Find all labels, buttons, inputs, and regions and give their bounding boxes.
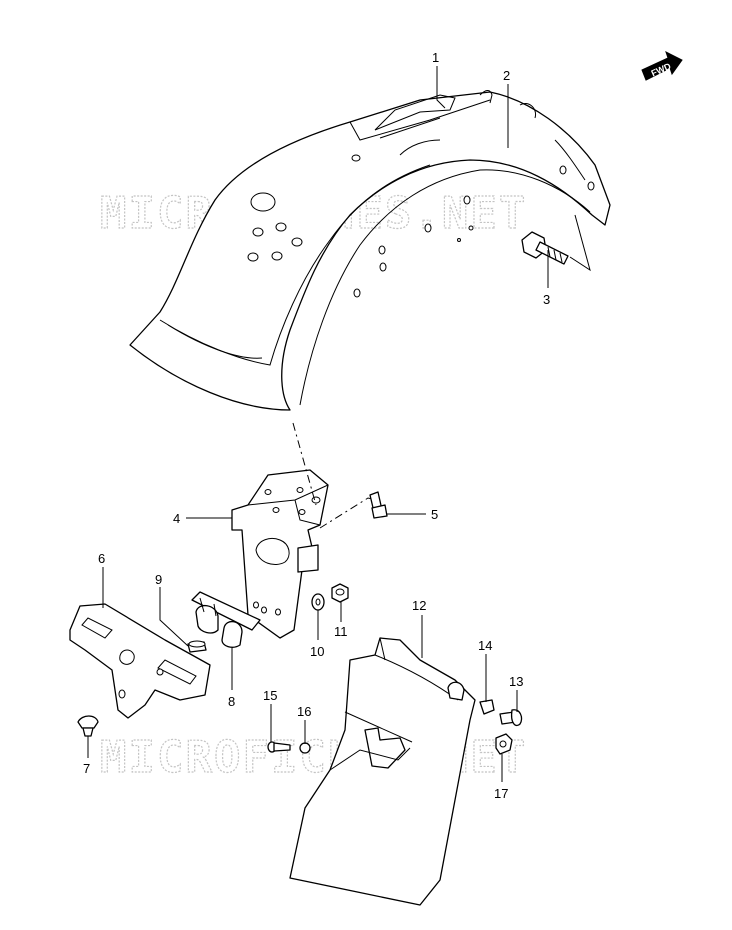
fwd-label: FWD (650, 61, 673, 79)
callout-15: 15 (263, 688, 277, 703)
callout-11: 11 (334, 624, 348, 639)
nut-11 (331, 583, 349, 603)
forward-arrow-icon: FWD (641, 51, 683, 81)
callout-13: 13 (509, 674, 523, 689)
callout-5: 5 (431, 507, 438, 522)
spacer-9 (187, 640, 207, 653)
screw-13 (499, 709, 523, 727)
callout-12: 12 (412, 598, 426, 613)
screw-15 (267, 741, 291, 753)
bolt-3 (521, 231, 569, 265)
grommet-14 (479, 699, 495, 715)
callout-4: 4 (173, 511, 180, 526)
washer-16 (299, 742, 311, 754)
rear-fender (129, 90, 611, 411)
callout-6: 6 (98, 551, 105, 566)
callout-3: 3 (543, 292, 550, 307)
callout-2: 2 (503, 68, 510, 83)
mudflap-12 (289, 637, 476, 906)
callout-16: 16 (297, 704, 311, 719)
leader-9 (159, 587, 189, 647)
callout-7: 7 (83, 761, 90, 776)
leader-1 (436, 66, 446, 109)
callout-17: 17 (494, 786, 508, 801)
plate-bracket-6 (69, 603, 211, 719)
bolt-5 (369, 491, 388, 519)
nut-17 (495, 733, 513, 755)
callout-10: 10 (310, 644, 324, 659)
bracket-4 (231, 469, 329, 639)
callout-1: 1 (432, 50, 439, 65)
callout-14: 14 (478, 638, 492, 653)
rivet-7 (77, 715, 99, 737)
washer-10 (311, 593, 325, 611)
callout-9: 9 (155, 572, 162, 587)
holder-8 (191, 591, 261, 648)
callout-8: 8 (228, 694, 235, 709)
